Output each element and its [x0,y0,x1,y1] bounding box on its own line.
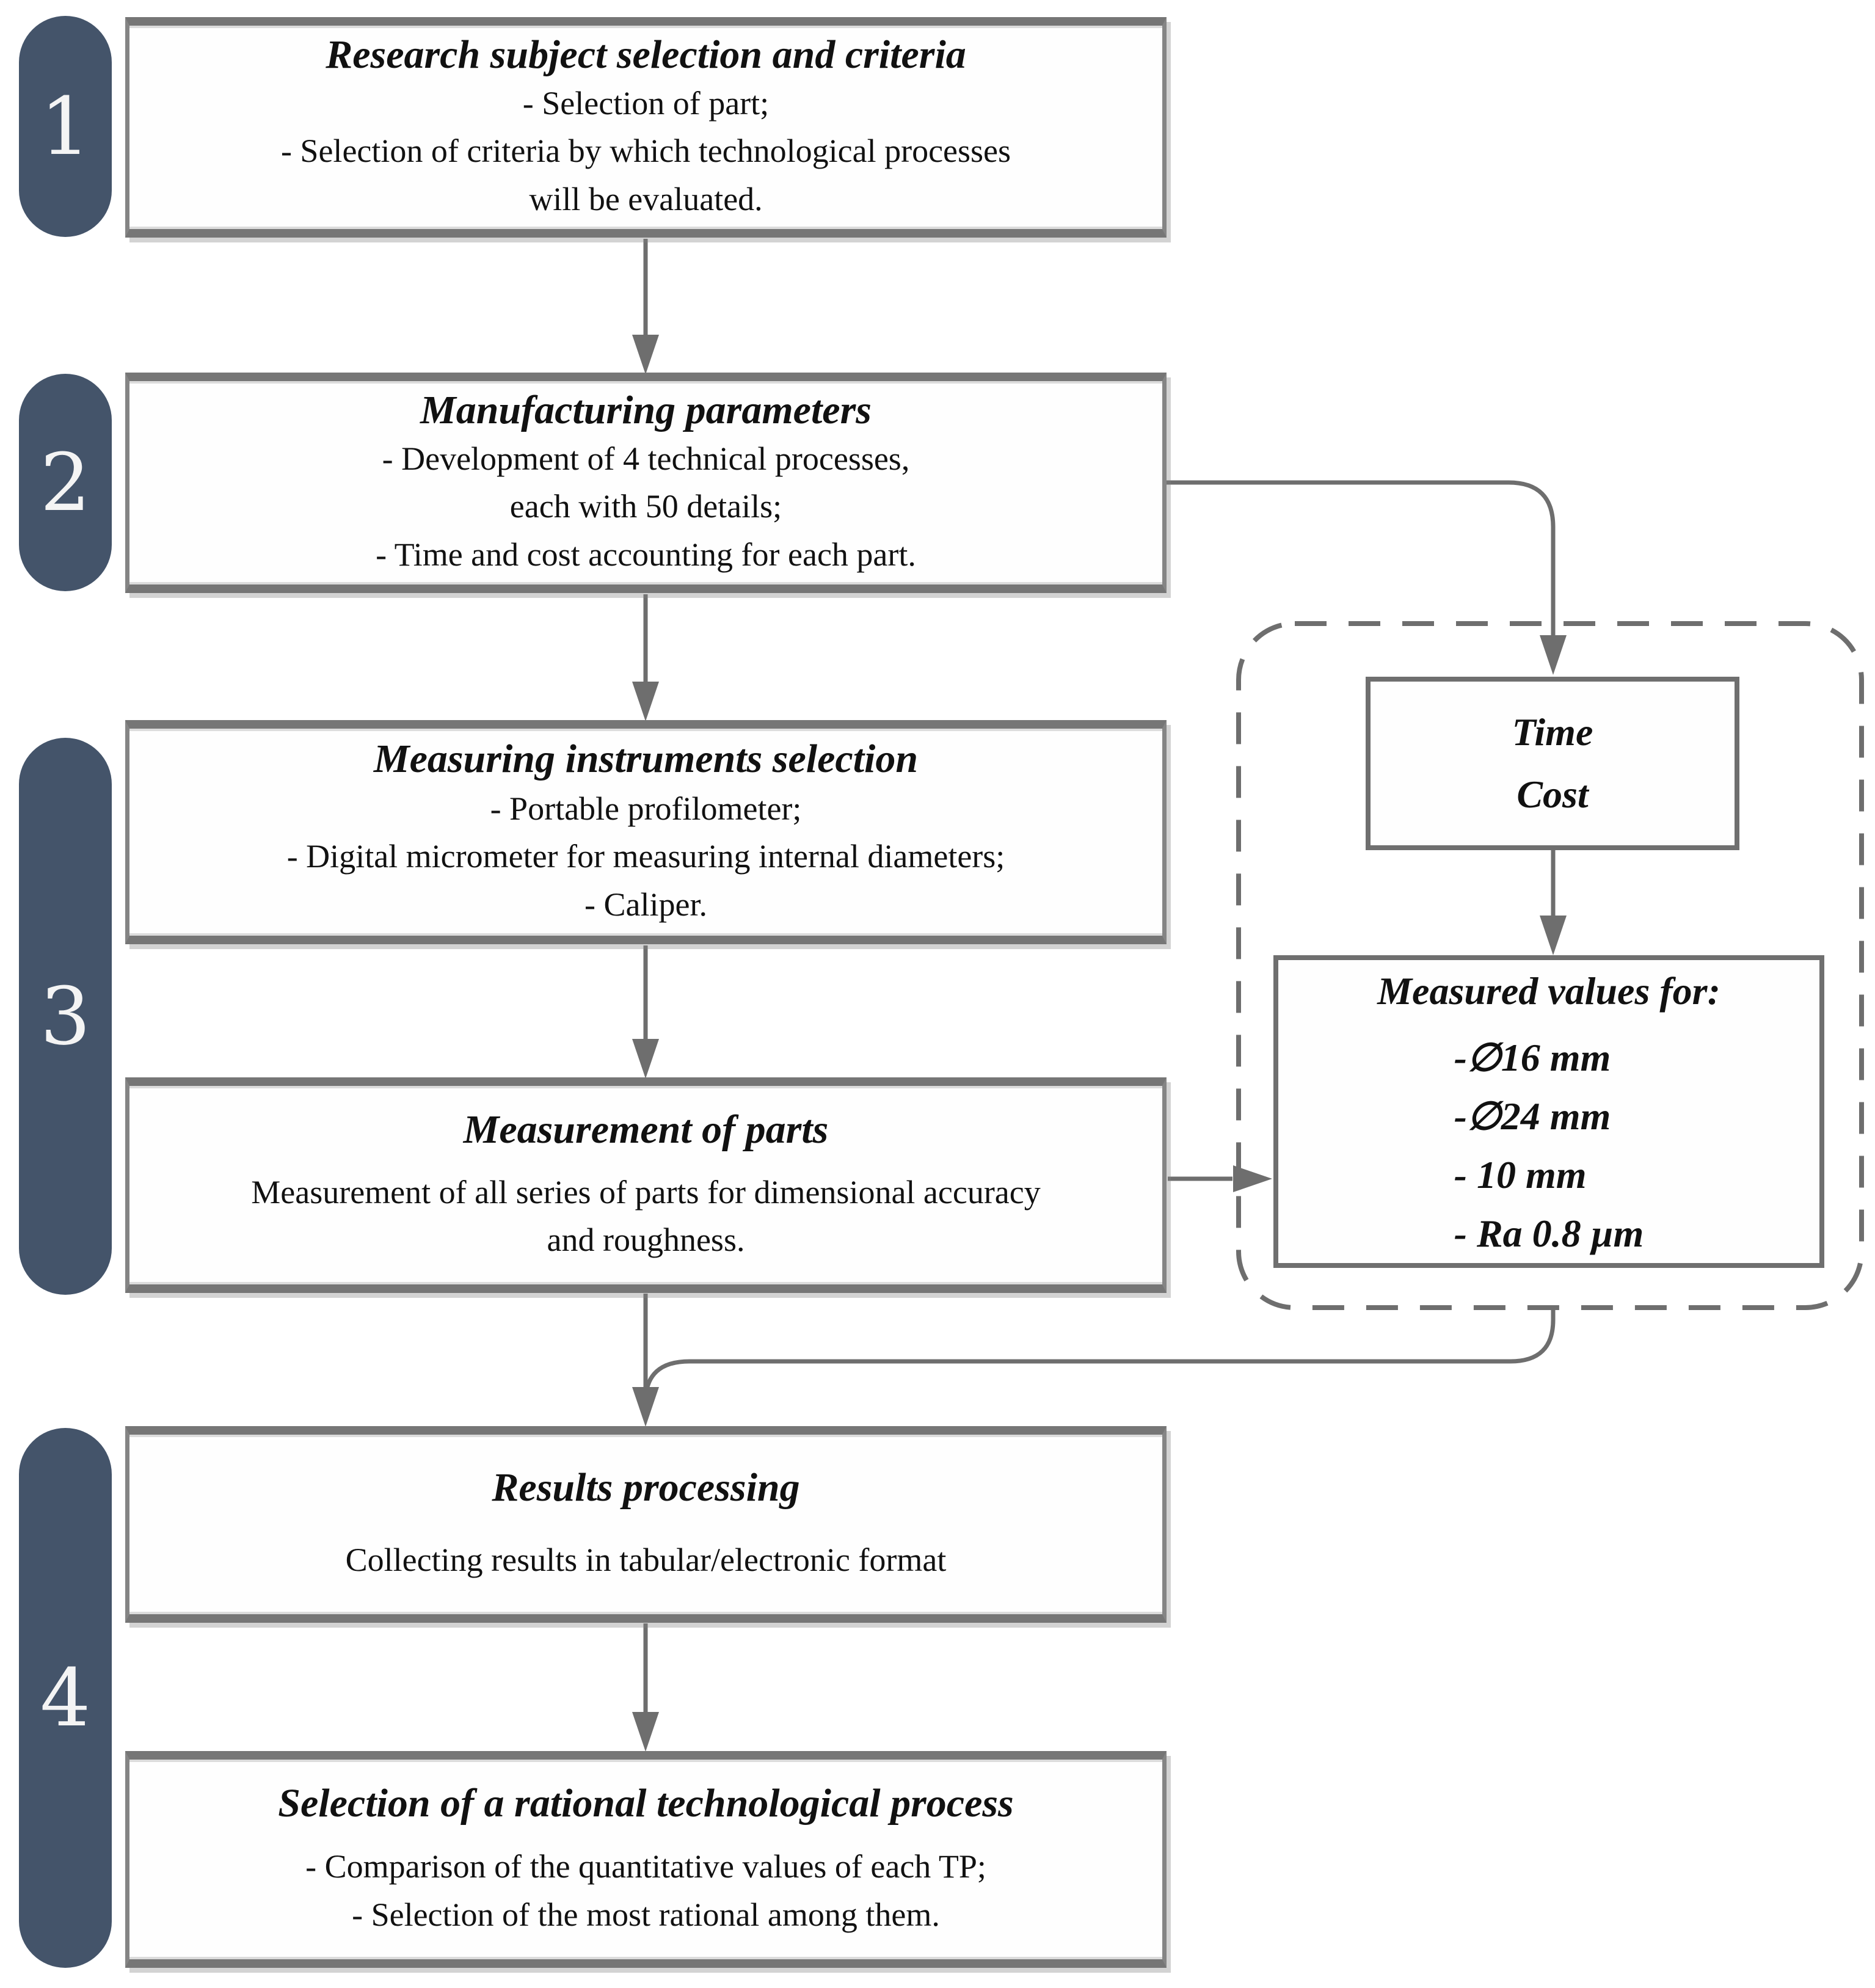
box-time-cost: Time Cost [1366,677,1739,850]
arrowhead-box2-box3 [632,682,659,721]
arrowhead-timecost [1540,635,1567,675]
connector-dashedgroup-to-box5 [643,1308,1556,1402]
step-number: 1 [40,80,91,173]
measured-item: -∅16 mm [1454,1036,1611,1080]
box-title: Manufacturing parameters [420,388,872,433]
measured-values-title: Measured values for: [1377,969,1720,1013]
box-measuring-instruments: Measuring instruments selection - Portab… [125,720,1167,944]
step-number: 2 [40,436,91,529]
step-pill-2: 2 [19,374,112,591]
arrowhead-box1-box2 [632,335,659,374]
connector-box2-to-timecost [1167,480,1556,636]
dashed-group-frame [1236,621,1864,1310]
measured-item: - 10 mm [1454,1153,1587,1197]
time-cost-text: Time Cost [1512,710,1593,816]
box-title: Results processing [492,1465,800,1510]
box-body: Measurement of all series of parts for d… [251,1173,1041,1259]
box-selection-rational-process: Selection of a rational technological pr… [125,1751,1167,1968]
box-title: Measurement of parts [463,1107,829,1152]
box-title: Selection of a rational technological pr… [278,1781,1014,1826]
measured-values-list: -∅16 mm -∅24 mm - 10 mm - Ra 0.8 µm [1454,1029,1644,1263]
arrowhead-measured-top [1540,916,1567,955]
box-body: - Selection of part; - Selection of crit… [280,85,1011,217]
box-results-processing: Results processing Collecting results in… [125,1426,1167,1623]
box-research-subject: Research subject selection and criteria … [125,17,1167,238]
box-manufacturing-parameters: Manufacturing parameters - Development o… [125,373,1167,593]
box-body: - Portable profilometer; - Digital micro… [286,790,1005,923]
measured-item: -∅24 mm [1454,1094,1611,1138]
box-title: Research subject selection and criteria [326,32,966,78]
box-title: Measuring instruments selection [373,737,919,782]
arrowhead-box3-box4 [632,1039,659,1079]
measured-item: - Ra 0.8 µm [1454,1212,1644,1256]
box-measured-values: Measured values for: -∅16 mm -∅24 mm - 1… [1273,955,1824,1268]
step-pill-3: 3 [19,738,112,1295]
arrowhead-measured-left [1233,1165,1272,1192]
box-body: Collecting results in tabular/electronic… [345,1542,947,1579]
step-number: 4 [40,1651,91,1744]
box-measurement-of-parts: Measurement of parts Measurement of all … [125,1077,1167,1293]
step-number: 3 [40,970,91,1063]
arrowhead-box5-box6 [632,1712,659,1752]
step-pill-4: 4 [19,1428,112,1968]
box-body: - Development of 4 technical processes, … [376,440,916,573]
box-body: - Comparison of the quantitative values … [305,1848,986,1933]
step-pill-1: 1 [19,16,112,237]
arrowhead-box4-box5 [632,1387,659,1427]
